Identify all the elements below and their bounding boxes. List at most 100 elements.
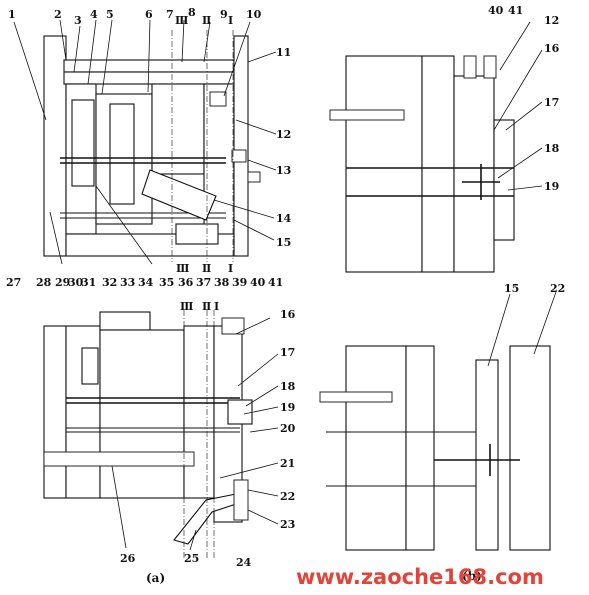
label-22-a: 22 — [280, 490, 295, 503]
label-1: 1 — [8, 8, 16, 21]
part-18 — [227, 399, 253, 425]
section-mark-2-mid: Ⅱ — [202, 262, 211, 275]
label-18-b: 18 — [544, 142, 560, 155]
guide-pin-26 — [43, 451, 195, 467]
label-11: 11 — [276, 46, 291, 59]
section-mark-2-low: Ⅱ — [202, 300, 211, 313]
b-top-pin — [329, 109, 405, 121]
top-block-33 — [99, 311, 151, 331]
section-mark-3-top: Ⅲ — [175, 14, 188, 27]
section-mark-1-top: Ⅰ — [228, 14, 233, 27]
clamp-plate-left — [43, 35, 67, 257]
label-21: 21 — [280, 457, 295, 470]
label-17-a: 17 — [280, 346, 295, 359]
bolt-head-9 — [209, 91, 227, 107]
bolt-40-41 — [221, 317, 245, 335]
view-a-closed — [43, 30, 261, 262]
label-12: 12 — [276, 128, 291, 141]
label-24: 24 — [236, 556, 252, 569]
label-14: 14 — [276, 212, 292, 225]
label-10: 10 — [246, 8, 262, 21]
view-a-open — [43, 310, 253, 560]
view-b-top — [329, 55, 515, 273]
b-top-right — [493, 119, 515, 241]
section-mark-1-mid: Ⅰ — [228, 262, 233, 275]
section-mark-3-mid: Ⅲ — [176, 262, 189, 275]
bolt-24 — [233, 479, 249, 521]
label-41-a: 41 — [268, 276, 283, 289]
b-bolt-41 — [483, 55, 497, 79]
cavity-b — [99, 329, 185, 499]
core-slot — [109, 103, 135, 205]
label-5: 5 — [106, 8, 114, 21]
label-15: 15 — [276, 236, 291, 249]
bb-plate-15 — [475, 359, 499, 551]
label-13: 13 — [276, 164, 291, 177]
label-25: 25 — [184, 552, 199, 565]
label-41-b: 41 — [508, 4, 523, 17]
label-12-b: 12 — [544, 14, 559, 27]
b-top-plate — [453, 75, 495, 273]
b-top-left — [345, 55, 423, 273]
label-22-b: 22 — [550, 282, 565, 295]
caption-a: (a) — [146, 571, 165, 585]
bb-left — [345, 345, 407, 551]
label-37: 37 — [196, 276, 211, 289]
label-27: 27 — [6, 276, 21, 289]
clamp-plate-left-b — [43, 325, 67, 499]
label-34: 34 — [138, 276, 154, 289]
label-30: 30 — [68, 276, 84, 289]
view-b-bottom — [319, 345, 551, 551]
ejector-pocket — [71, 99, 95, 187]
label-39: 39 — [232, 276, 247, 289]
label-9: 9 — [220, 8, 228, 21]
label-32: 32 — [102, 276, 117, 289]
label-16-b: 16 — [544, 42, 560, 55]
label-26: 26 — [120, 552, 136, 565]
label-20: 20 — [280, 422, 296, 435]
label-38: 38 — [214, 276, 230, 289]
label-31: 31 — [81, 276, 96, 289]
b-top-mid — [421, 55, 455, 273]
caption-b: (b) — [462, 569, 482, 583]
label-19-a: 19 — [280, 401, 295, 414]
label-35: 35 — [159, 276, 174, 289]
label-3: 3 — [74, 14, 82, 27]
lower-block — [175, 223, 219, 245]
part-labels: 1 2 3 4 5 6 7 8 9 10 11 12 13 14 15 Ⅲ Ⅱ … — [6, 4, 565, 569]
label-16-a: 16 — [280, 308, 296, 321]
label-4: 4 — [90, 8, 98, 21]
cavity-plate — [151, 83, 205, 175]
label-28: 28 — [36, 276, 52, 289]
label-36: 36 — [178, 276, 194, 289]
label-7: 7 — [166, 8, 174, 21]
top-plate-2 — [63, 71, 240, 85]
label-19-b: 19 — [544, 180, 559, 193]
leader-lines — [13, 19, 557, 551]
section-mark-3-low: Ⅲ — [180, 300, 193, 313]
side-plate-b — [183, 325, 215, 499]
right-plate — [203, 83, 235, 245]
label-33: 33 — [120, 276, 135, 289]
b-bolt-40 — [463, 55, 477, 79]
label-40-b: 40 — [488, 4, 504, 17]
pocket-b — [81, 347, 99, 385]
label-18-a: 18 — [280, 380, 296, 393]
bolt-head-13 — [231, 149, 247, 163]
section-mark-1-low: Ⅰ — [214, 300, 219, 313]
label-2: 2 — [54, 8, 62, 21]
label-17-b: 17 — [544, 96, 559, 109]
clamp-plate-right — [233, 35, 249, 257]
label-15-b: 15 — [504, 282, 519, 295]
section-mark-2-top: Ⅱ — [202, 14, 211, 27]
bb-mid — [405, 345, 435, 551]
label-8: 8 — [188, 6, 196, 19]
angled-lifter — [141, 169, 217, 221]
label-40-a: 40 — [250, 276, 266, 289]
bb-plate-22 — [509, 345, 551, 551]
label-29: 29 — [55, 276, 70, 289]
label-23: 23 — [280, 518, 295, 531]
bolt-13b — [247, 171, 261, 183]
bb-pin — [319, 391, 393, 403]
